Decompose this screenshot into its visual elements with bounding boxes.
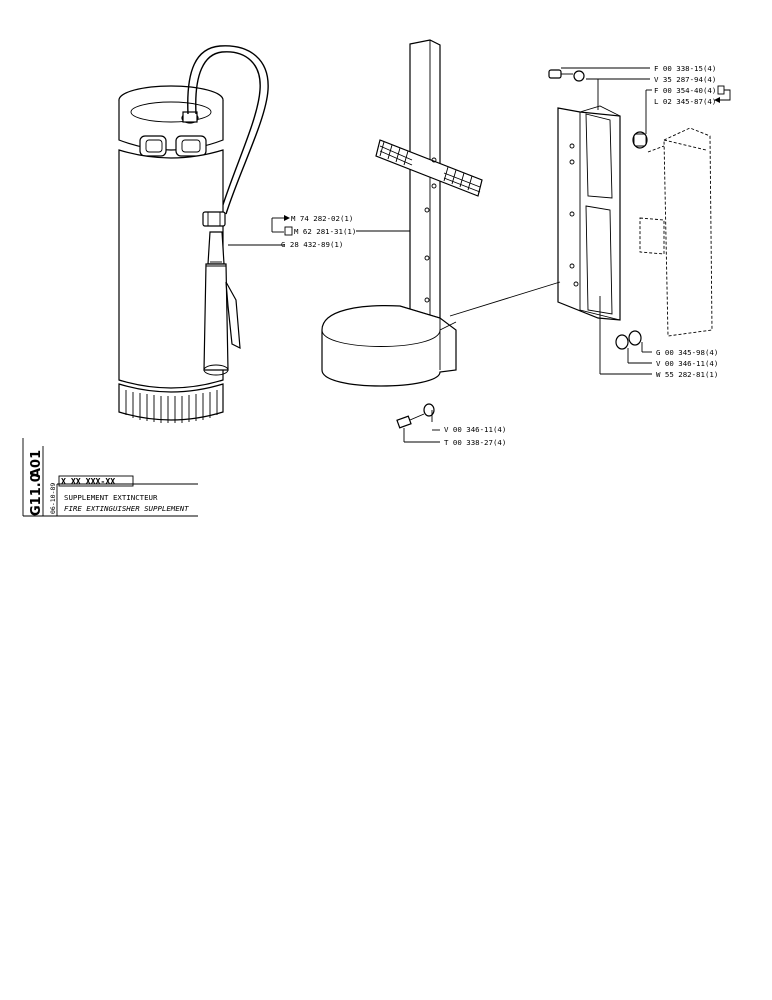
callout-label: G 00 345-98(4) <box>656 348 718 357</box>
callout-bracket-bottom: G 00 345-98(4) V 00 346-11(4) W 55 282-8… <box>449 281 718 379</box>
fire-extinguisher-drawing <box>118 45 269 423</box>
sheet-code-b: G11.0 <box>29 473 44 516</box>
callout-label: M 74 282-02(1) <box>291 214 353 223</box>
title-block: A01 G11.0 06-10-89 X XX XXX-XX SUPPLEMEN… <box>22 438 198 517</box>
part-number-placeholder: X XX XXX-XX <box>61 476 115 486</box>
callout-label: M 62 281-31(1) <box>294 227 356 236</box>
callout-label: W 55 282-81(1) <box>656 370 718 379</box>
callout-label: L 02 345-87(4) <box>654 97 716 106</box>
revision-date: 06-10-89 <box>49 483 57 514</box>
callout-hose-fitting: M 74 282-02(1) M 62 281-31(1) G 28 432-8… <box>228 214 424 249</box>
callout-label: V 35 287-94(4) <box>654 75 716 84</box>
sheet-code-a: A01 <box>29 450 44 478</box>
cradle-bracket-drawing <box>321 39 483 387</box>
wall-mount-rail-drawing <box>557 105 713 337</box>
callout-label: F 00 338-15(4) <box>654 64 716 73</box>
callout-label: F 00 354-40(4) <box>654 86 716 95</box>
title-french: SUPPLEMENT EXTINCTEUR <box>64 493 158 502</box>
callout-bracket-top: F 00 338-15(4) V 35 287-94(4) F 00 354-4… <box>548 64 731 134</box>
callout-label: V 00 346-11(4) <box>444 425 506 434</box>
callout-label: G 28 432-89(1) <box>281 240 343 249</box>
callout-cradle-screws: V 00 346-11(4) T 00 338-27(4) <box>396 403 506 447</box>
callout-label: T 00 338-27(4) <box>444 438 506 447</box>
callout-label: V 00 346-11(4) <box>656 359 718 368</box>
title-english: FIRE EXTINGUISHER SUPPLEMENT <box>64 504 189 513</box>
